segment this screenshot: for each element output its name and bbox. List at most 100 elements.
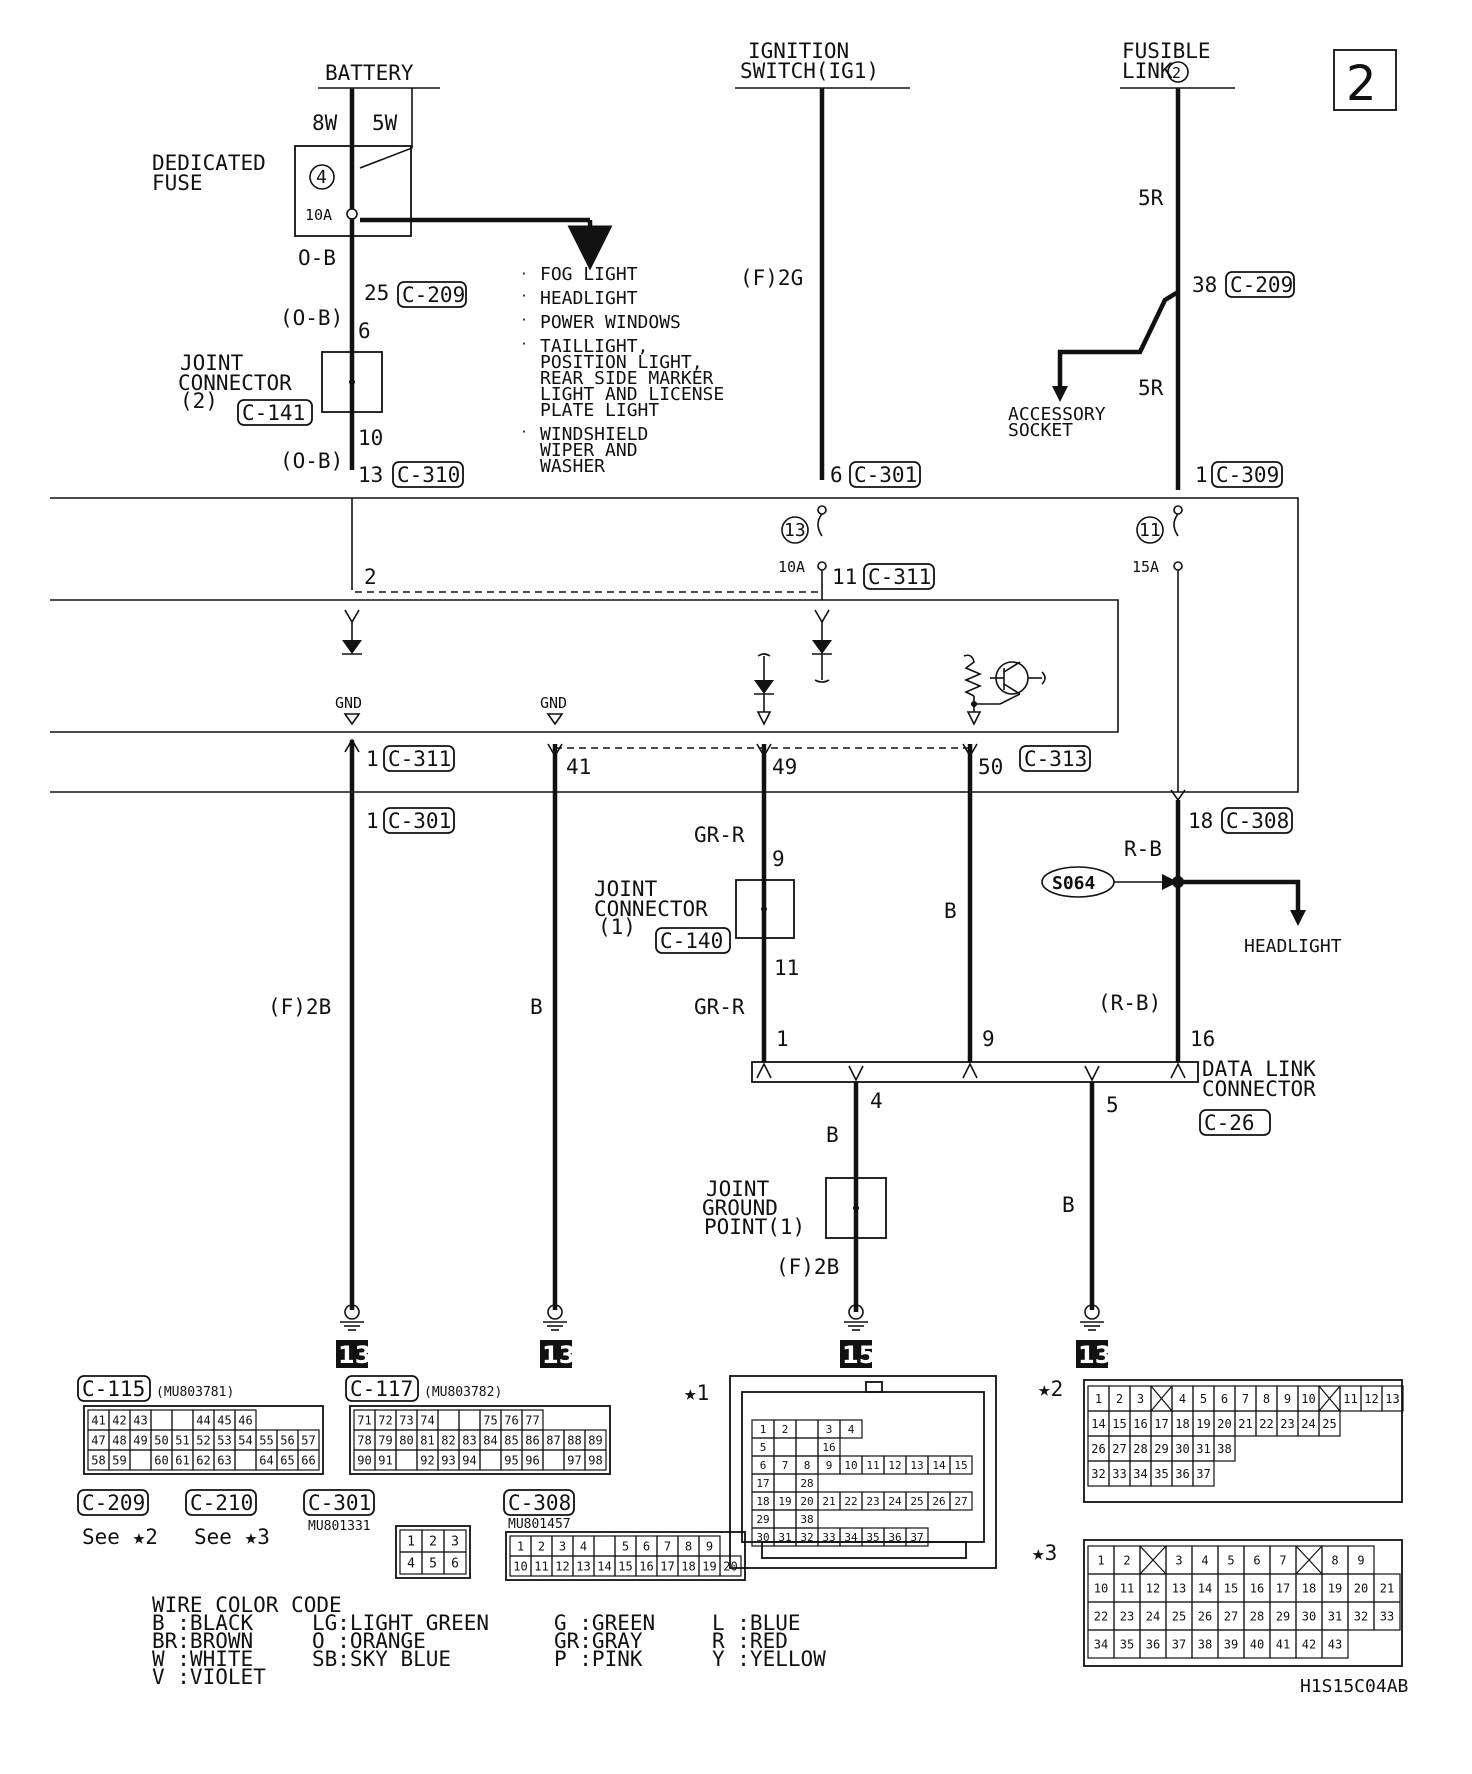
connector-pin-number: 29: [1276, 1609, 1290, 1623]
pin-41: 41: [566, 755, 591, 779]
conn-c301-bottom: C-301: [388, 809, 451, 833]
wire-grr-top: GR-R: [694, 823, 745, 847]
connector-pin-cell: [234, 1449, 257, 1471]
svg-text:O :ORANGE: O :ORANGE: [312, 1629, 426, 1653]
connector-pin-number: 32: [800, 1531, 813, 1544]
wire-5r-top: 5R: [1138, 186, 1164, 210]
ground-symbol-2: 13: [540, 1304, 575, 1369]
wire-f2g-label: (F)2G: [740, 266, 803, 290]
svg-text:GR:GRAY: GR:GRAY: [554, 1629, 643, 1653]
connector-pin-number: 22: [1259, 1417, 1273, 1431]
connector-pin-number: 14: [1198, 1581, 1212, 1595]
conn-c309: C-309: [1216, 463, 1279, 487]
connector-pin-number: 42: [1302, 1637, 1316, 1651]
connector-pin-number: 34: [1094, 1637, 1108, 1651]
connector-pin-number: 3: [1137, 1392, 1144, 1406]
connector-pin-number: 83: [462, 1433, 476, 1447]
svg-text:P :PINK: P :PINK: [554, 1647, 643, 1671]
conn-c313: C-313: [1024, 747, 1087, 771]
dlc-pin-9: 9: [982, 1027, 995, 1051]
connector-pin-number: 7: [1279, 1553, 1286, 1567]
connector-pin-number: 78: [357, 1433, 371, 1447]
connector-pin-number: 89: [588, 1433, 602, 1447]
connector-pin-number: 48: [112, 1433, 126, 1447]
conn-c117-label: C-117: [350, 1377, 413, 1401]
wire-b-pin5: B: [1062, 1193, 1075, 1217]
connector-pin-number: 12: [1364, 1392, 1378, 1406]
wire-grr-bottom: GR-R: [694, 995, 745, 1019]
connector-pin-number: 56: [280, 1433, 294, 1447]
pin-25: 25: [364, 281, 389, 305]
connector-pin-number: 5: [622, 1539, 629, 1553]
jc1-label-3: (1): [598, 915, 636, 939]
fuse-13-number: 13: [784, 520, 806, 541]
conn-c210-see: See ★3: [194, 1525, 270, 1549]
connector-pin-cell: [437, 1409, 460, 1431]
connector-pin-number: 11: [534, 1559, 548, 1573]
connector-pin-number: 8: [1263, 1392, 1270, 1406]
connector-pin-number: 41: [1276, 1637, 1290, 1651]
connector-pin-number: 2: [538, 1539, 545, 1553]
star2-label: ★2: [1038, 1377, 1063, 1401]
svg-text:WIRE COLOR CODE: WIRE COLOR CODE: [152, 1593, 342, 1617]
connector-pin-number: 63: [217, 1453, 231, 1467]
connector-pin-number: 24: [888, 1495, 902, 1508]
connector-pin-number: 20: [1354, 1581, 1368, 1595]
connector-pin-cell: [542, 1449, 565, 1471]
connector-pin-number: 33: [1380, 1609, 1394, 1623]
connector-pin-number: 81: [420, 1433, 434, 1447]
pin-9-jc1: 9: [772, 847, 785, 871]
connector-pin-number: 12: [555, 1559, 569, 1573]
connector-pin-number: 23: [1120, 1609, 1134, 1623]
connector-pin-number: 2: [429, 1535, 437, 1550]
svg-text:·: ·: [520, 267, 528, 282]
connector-pin-number: 1: [517, 1539, 524, 1553]
connector-pin-number: 75: [483, 1413, 497, 1427]
connector-pin-number: 28: [1133, 1442, 1147, 1456]
pin-13-c310: 13: [358, 463, 383, 487]
connector-pin-cell: [1381, 1385, 1404, 1412]
fusible-num: 2: [1172, 64, 1181, 82]
connector-pin-number: 73: [399, 1413, 413, 1427]
data-link-connector-bar: [751, 1061, 1199, 1083]
pin-6-jc2: 6: [358, 319, 371, 343]
connector-pin-number: 34: [1133, 1467, 1147, 1481]
connector-pin-number: 27: [1112, 1442, 1126, 1456]
fuse-13-rating: 10A: [778, 558, 805, 576]
connector-pin-number: 30: [1302, 1609, 1316, 1623]
connector-pin-cell: [773, 1437, 797, 1457]
svg-text:BR:BROWN: BR:BROWN: [152, 1629, 253, 1653]
wire-ob-paren-2: (O-B): [280, 449, 343, 473]
wire-5w-label: 5W: [372, 111, 398, 135]
fuse-11-number: 11: [1139, 520, 1161, 541]
dedicated-fuse-label-1: DEDICATED: [152, 151, 266, 175]
connector-pin-number: 13: [910, 1459, 923, 1472]
connector-pin-cell: [1192, 1460, 1215, 1487]
pin-10-jc2: 10: [358, 426, 383, 450]
connector-pin-number: 28: [1250, 1609, 1264, 1623]
connector-pin-number: 16: [639, 1559, 653, 1573]
dlc-label-2: CONNECTOR: [1202, 1077, 1316, 1101]
connector-pin-number: 4: [580, 1539, 587, 1553]
connector-pin-cell: [905, 1527, 929, 1547]
wire-b-pin50: B: [944, 899, 957, 923]
pin-1-c311: 1: [366, 747, 379, 771]
connector-pin-cell: [1318, 1410, 1341, 1437]
svg-text:G :GREEN: G :GREEN: [554, 1611, 655, 1635]
joint-connector-1-box: [735, 879, 795, 939]
connector-pin-number: 5: [1200, 1392, 1207, 1406]
svg-text:SB:SKY BLUE: SB:SKY BLUE: [312, 1647, 451, 1671]
connector-pin-number: 19: [1196, 1417, 1210, 1431]
connector-pin-number: 35: [1154, 1467, 1168, 1481]
connector-pin-number: 26: [932, 1495, 945, 1508]
svg-text:13: 13: [542, 1341, 575, 1369]
accessory-label-1: ACCESSORY: [1008, 404, 1106, 425]
connector-pin-number: 10: [1094, 1581, 1108, 1595]
ignition-label-2: SWITCH(IG1): [740, 59, 879, 83]
connector-pin-cell: [584, 1449, 607, 1471]
connector-pin-number: 19: [778, 1495, 791, 1508]
pin-11-jc1: 11: [774, 956, 799, 980]
conn-c26: C-26: [1204, 1111, 1255, 1135]
fuse-4-circle: [309, 164, 335, 190]
